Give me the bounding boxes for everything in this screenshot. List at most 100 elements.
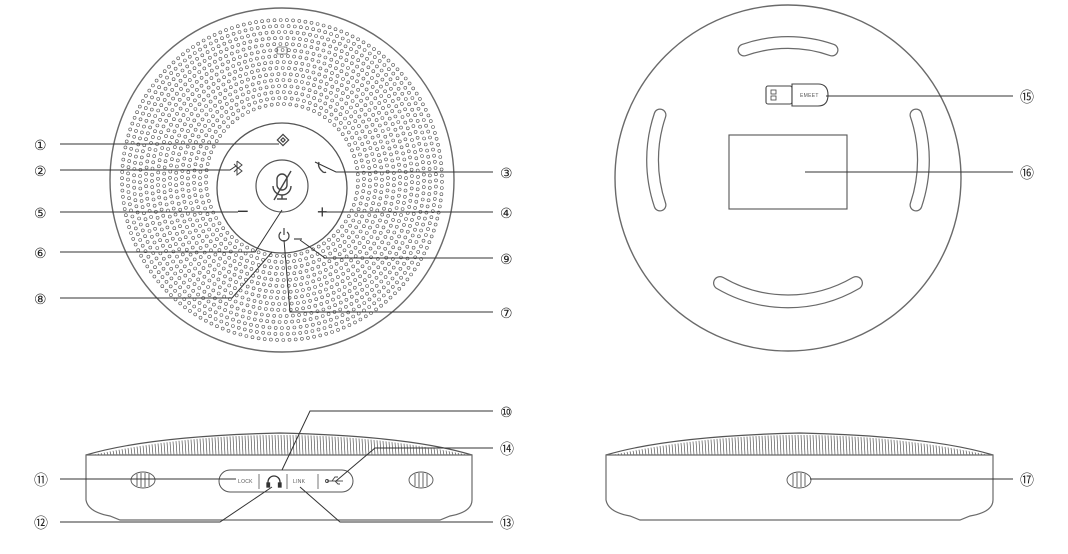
grille-dot	[257, 287, 262, 292]
grille-dot	[169, 163, 173, 168]
grille-dot	[275, 296, 279, 300]
grille-dot	[178, 301, 182, 306]
grille-dot	[377, 111, 381, 115]
grille-dot	[421, 102, 425, 107]
grille-dot	[222, 252, 226, 256]
grille-dot	[391, 265, 396, 270]
grille-dot	[170, 88, 174, 92]
grille-dot	[300, 294, 304, 299]
headphone-jack-icon[interactable]	[266, 475, 282, 488]
grille-dot	[339, 83, 344, 87]
grille-dot	[130, 214, 135, 219]
grille-dot	[353, 246, 358, 250]
grille-dot	[216, 277, 221, 282]
grille-dot	[223, 88, 228, 93]
grille-dot	[339, 49, 344, 54]
grille-dot	[146, 254, 151, 259]
grille-dot	[389, 132, 393, 137]
grille-dot	[233, 69, 237, 74]
grille-dot	[336, 229, 340, 234]
grille-dot	[201, 216, 205, 221]
grille-dot	[357, 44, 362, 49]
grille-dot	[292, 325, 297, 330]
grille-dot	[273, 326, 278, 330]
grille-dot	[271, 301, 275, 306]
grille-dot	[231, 31, 236, 36]
grille-hatch-line	[818, 435, 821, 456]
volume-down-button[interactable]: −	[237, 201, 249, 223]
grille-dot	[385, 140, 390, 145]
grille-dot	[324, 68, 329, 73]
grille-dot	[356, 73, 361, 77]
grille-dot	[418, 148, 423, 152]
grille-dot	[282, 72, 287, 76]
grille-dot	[174, 103, 178, 107]
grille-dot	[367, 190, 371, 195]
grille-dot	[422, 172, 426, 177]
link-button-label[interactable]: LINK	[293, 479, 306, 485]
grille-hatch-line	[172, 441, 175, 456]
grille-dot	[228, 241, 232, 246]
grille-dot	[213, 129, 218, 134]
grille-dot	[224, 47, 229, 52]
grille-dot	[336, 295, 341, 299]
grille-hatch-line	[112, 450, 115, 456]
grille-dot	[368, 246, 373, 251]
grille-dot	[332, 39, 336, 44]
grille-dot	[318, 66, 323, 71]
grille-hatch-line	[214, 437, 217, 456]
grille-dot	[203, 259, 207, 264]
grille-dot	[268, 48, 273, 53]
grille-dot	[429, 141, 434, 146]
grille-hatch-line	[749, 436, 752, 456]
grille-dot	[264, 85, 269, 90]
grille-dot	[325, 300, 330, 304]
grille-dot	[380, 260, 385, 265]
grille-dot	[171, 77, 176, 81]
grille-dot	[162, 233, 167, 237]
grille-hatch-line	[878, 438, 881, 456]
grille-dot	[280, 326, 284, 330]
grille-dot	[191, 146, 196, 150]
grille-dot	[346, 39, 351, 43]
grille-dot	[185, 64, 189, 69]
grille-dot	[249, 254, 254, 258]
grille-dot	[348, 281, 352, 286]
grille-dot	[196, 134, 201, 139]
callout-8: ⑧	[34, 291, 47, 307]
grille-dot	[287, 337, 292, 342]
grille-dot	[400, 92, 405, 96]
grille-dot	[158, 118, 162, 122]
grille-dot	[121, 201, 126, 205]
usb-dongle[interactable]: EMEET	[765, 83, 829, 107]
grille-hatch-line	[950, 447, 953, 456]
grille-dot	[163, 86, 168, 91]
speaker-grille	[120, 18, 444, 342]
grille-dot	[220, 326, 225, 331]
grille-dot	[372, 47, 376, 51]
grille-dot	[187, 240, 191, 245]
grille-dot	[399, 72, 404, 76]
grille-dot	[391, 63, 395, 67]
volume-up-button[interactable]: +	[317, 202, 328, 222]
grille-dot	[414, 156, 419, 161]
grille-dot	[383, 89, 387, 94]
grille-dot	[366, 240, 370, 244]
grille-dot	[279, 36, 284, 40]
grille-dot	[144, 106, 148, 110]
grille-dot	[166, 128, 171, 133]
grille-dot	[402, 261, 406, 266]
usb-port-icon[interactable]	[325, 476, 344, 485]
grille-dot	[275, 278, 280, 282]
grille-dot	[314, 297, 319, 302]
callout-2: ②	[34, 163, 47, 179]
grille-dot	[301, 306, 305, 311]
base-slot-upper-inner	[738, 37, 838, 56]
lock-switch-label[interactable]: LOCK	[238, 479, 253, 485]
grille-dot	[202, 289, 207, 294]
grille-dot	[153, 227, 157, 231]
grille-dot	[389, 236, 394, 240]
grille-dot	[153, 102, 157, 106]
grille-dot	[194, 228, 198, 233]
grille-hatch-line	[851, 436, 854, 456]
